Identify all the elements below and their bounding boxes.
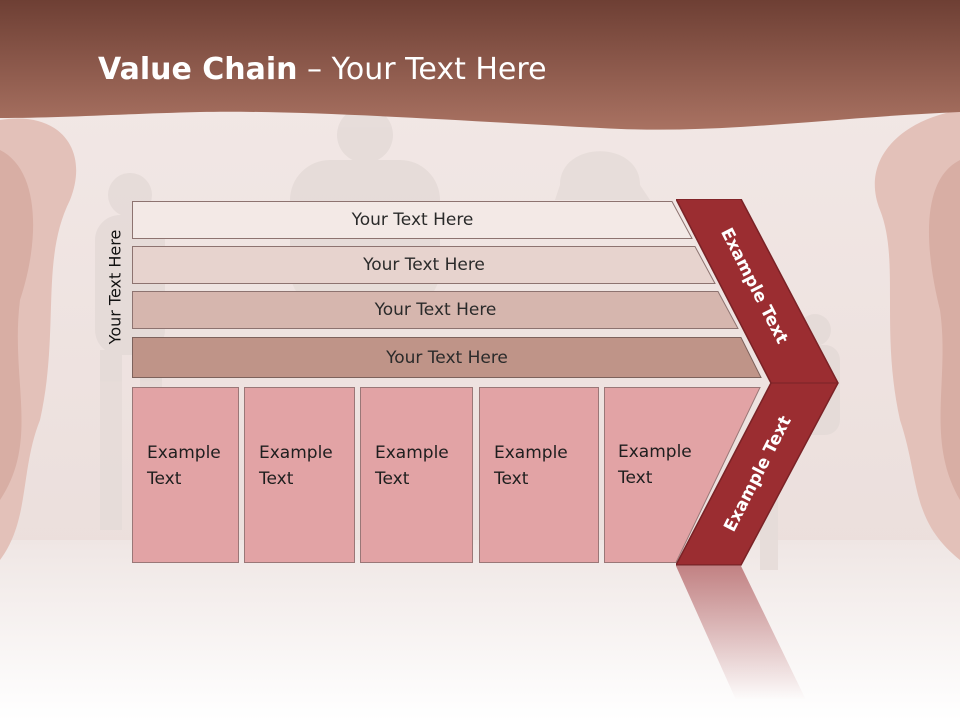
card-4[interactable]: Example Text [479, 387, 599, 563]
bar-2-shape [132, 246, 716, 284]
title-bold: Value Chain [98, 52, 298, 87]
card-4-label: Example Text [494, 443, 568, 489]
card-5-reflection: Example Text [604, 566, 684, 700]
card-1-reflection: Example Text [132, 566, 239, 700]
bar-4[interactable]: Your Text Here [132, 337, 762, 378]
card-5-label: Example Text [618, 442, 692, 488]
chevron-arrow[interactable] [676, 199, 841, 567]
arrow-reflection [676, 566, 806, 700]
card-1-label: Example Text [147, 443, 221, 489]
card-2-reflection: Example Text [244, 566, 355, 700]
slide-title: Value Chain – Your Text Here [98, 52, 547, 87]
bar-4-label: Your Text Here [386, 347, 508, 368]
card-1[interactable]: Example Text [132, 387, 239, 563]
side-label-text: Your Text Here [105, 229, 125, 345]
card-2-label: Example Text [259, 443, 333, 489]
card-3[interactable]: Example Text [360, 387, 473, 563]
card-2[interactable]: Example Text [244, 387, 355, 563]
bar-2-label: Your Text Here [363, 255, 485, 275]
title-rest: – Your Text Here [297, 52, 547, 87]
bar-3-shape [132, 291, 739, 329]
bar-3[interactable]: Your Text Here [132, 291, 739, 329]
card-5-shape [604, 387, 761, 563]
bar-1-label: Your Text Here [351, 210, 474, 230]
card-4-reflection: Example Text [479, 566, 599, 700]
bar-1-shape [132, 201, 693, 239]
bar-3-label: Your Text Here [374, 300, 497, 320]
card-3-label: Example Text [375, 443, 449, 489]
card-3-reflection: Example Text [360, 566, 473, 700]
bar-4-shape [132, 337, 762, 378]
bar-2[interactable]: Your Text Here [132, 246, 716, 284]
bar-1[interactable]: Your Text Here [132, 201, 693, 239]
card-5[interactable]: Example Text [604, 387, 761, 563]
